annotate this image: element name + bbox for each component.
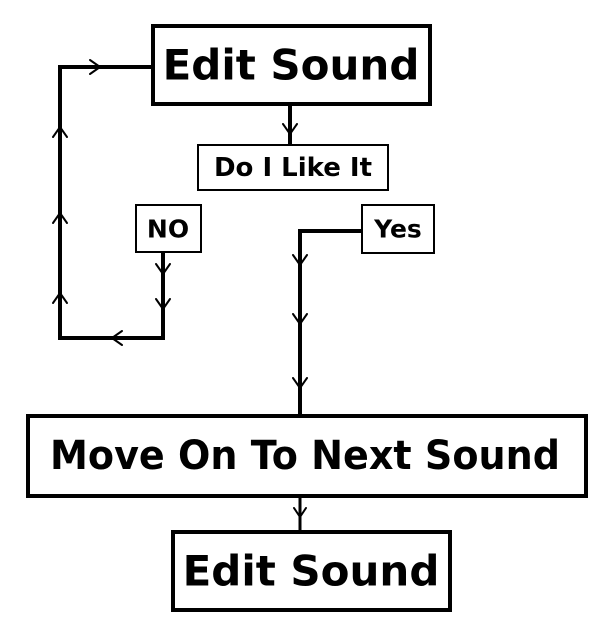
edit-sound-bottom-node: Edit Sound [171, 530, 452, 612]
move-to-edit-down-arrow [293, 507, 307, 518]
loop-left-arrow [111, 330, 123, 346]
no-branch-down-arrow-2 [155, 298, 171, 310]
no-branch-down-arrow-1 [155, 263, 171, 275]
question-node: Do I Like It [197, 144, 389, 191]
move-to-edit-connector [293, 494, 307, 534]
edit-to-question-connector [282, 102, 298, 147]
edit-sound-bottom-label: Edit Sound [183, 547, 440, 596]
loop-up-arrow-3 [52, 126, 68, 138]
edit-to-question-down-arrow [282, 123, 298, 135]
move-on-node: Move On To Next Sound [26, 414, 588, 498]
move-on-label: Move On To Next Sound [50, 433, 560, 479]
loop-right-arrow [89, 59, 101, 75]
question-label: Do I Like It [214, 153, 372, 183]
loop-up-arrow-1 [52, 292, 68, 304]
edit-sound-top-label: Edit Sound [163, 41, 420, 90]
no-loop-connector [52, 59, 171, 346]
yes-node: Yes [361, 204, 435, 254]
yes-branch-connector [292, 229, 364, 418]
yes-branch-down-arrow-1 [292, 254, 308, 266]
yes-label: Yes [373, 215, 422, 244]
yes-branch-down-arrow-2 [292, 313, 308, 325]
loop-up-arrow-2 [52, 212, 68, 224]
edit-sound-top-node: Edit Sound [151, 24, 432, 106]
no-node: NO [135, 204, 202, 253]
no-label: NO [147, 215, 189, 244]
yes-branch-down-arrow-3 [292, 377, 308, 389]
